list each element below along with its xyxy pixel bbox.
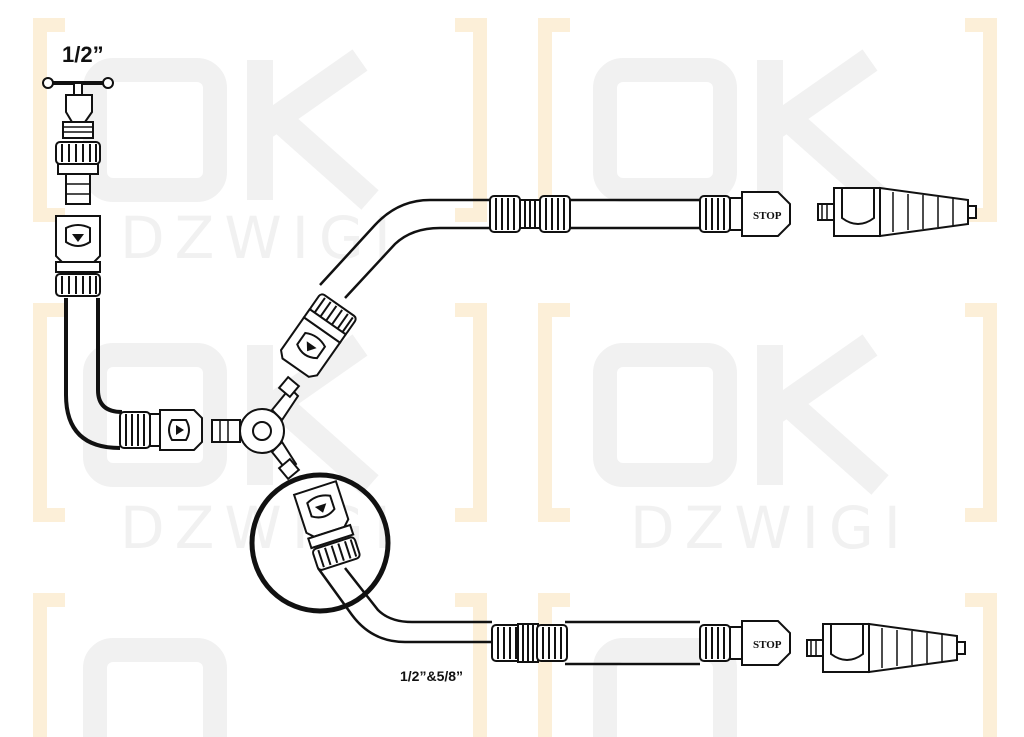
hose-repair-connector-upper xyxy=(489,195,571,233)
hose-size-label: 1/2”&5/8” xyxy=(400,668,464,684)
quick-connector-left-bottom xyxy=(119,409,203,451)
watermark-tile xyxy=(33,593,487,737)
spray-nozzle-lower xyxy=(806,623,966,673)
tap-adapter xyxy=(55,141,101,205)
hose-left xyxy=(64,298,121,450)
watermark-tile xyxy=(538,18,997,222)
tap xyxy=(42,77,114,139)
stop-label-lower: STOP xyxy=(753,639,782,651)
stop-connector-upper: STOP xyxy=(699,191,791,237)
watermark-subtitle-3: DZWIGI xyxy=(630,494,911,562)
watermark-tile: DZWIGI xyxy=(538,303,997,562)
watermark-tile: DZWIGI xyxy=(33,18,487,272)
quick-connector-lower-branch xyxy=(293,480,362,572)
y-splitter xyxy=(211,375,301,481)
hose-lines xyxy=(64,198,700,666)
stop-connector-lower: STOP xyxy=(699,620,791,666)
spray-nozzle-upper xyxy=(817,187,977,237)
quick-connector-upper-branch xyxy=(276,291,359,382)
watermark-tile xyxy=(538,593,997,737)
hose-repair-connector-lower xyxy=(491,623,568,663)
hose-lower xyxy=(316,567,492,644)
stop-label-upper: STOP xyxy=(753,210,782,222)
watermark-subtitle-1: DZWIGI xyxy=(120,204,401,272)
quick-connector-left-top xyxy=(55,215,101,297)
tap-size-label: 1/2” xyxy=(62,42,104,67)
highlight-circle xyxy=(249,472,391,614)
hose-upper xyxy=(319,198,490,286)
